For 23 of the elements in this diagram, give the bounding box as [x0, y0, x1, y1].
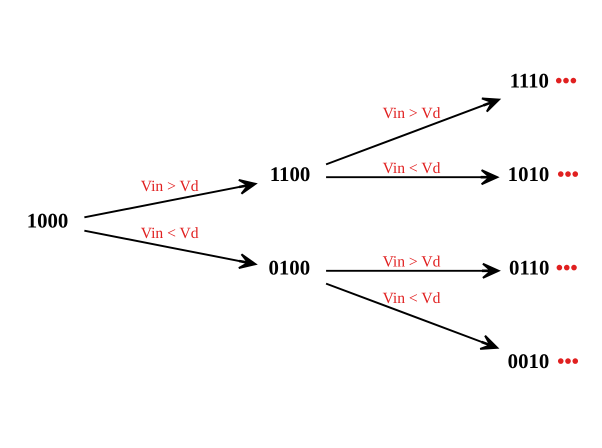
- edge-label: Vin > Vd: [140, 178, 199, 195]
- node-text: 1100: [270, 162, 310, 186]
- arrow: [326, 282, 498, 350]
- node-text: 0010: [508, 350, 550, 374]
- node-label: •••: [556, 256, 578, 280]
- arrow: [326, 97, 500, 166]
- node-label: •••: [557, 162, 579, 186]
- node-text: 1000: [26, 210, 68, 233]
- node-text: 0110: [509, 256, 550, 280]
- node-label: •••: [557, 350, 579, 374]
- edge-label: Vin > Vd: [382, 253, 440, 270]
- edge-label: Vin < Vd: [140, 224, 199, 242]
- arrow: [84, 230, 256, 270]
- node-text: 1110: [510, 69, 549, 92]
- edge-label: Vin < Vd: [382, 290, 440, 307]
- edge-label: Vin < Vd: [382, 160, 440, 177]
- arrow: [326, 169, 498, 186]
- arrow: [84, 178, 256, 218]
- node-label: •••: [555, 69, 577, 92]
- edge-label: Vin > Vd: [382, 105, 440, 122]
- arrow: [326, 262, 500, 279]
- node-text: 1010: [508, 162, 550, 186]
- node-text: 0100: [268, 256, 310, 280]
